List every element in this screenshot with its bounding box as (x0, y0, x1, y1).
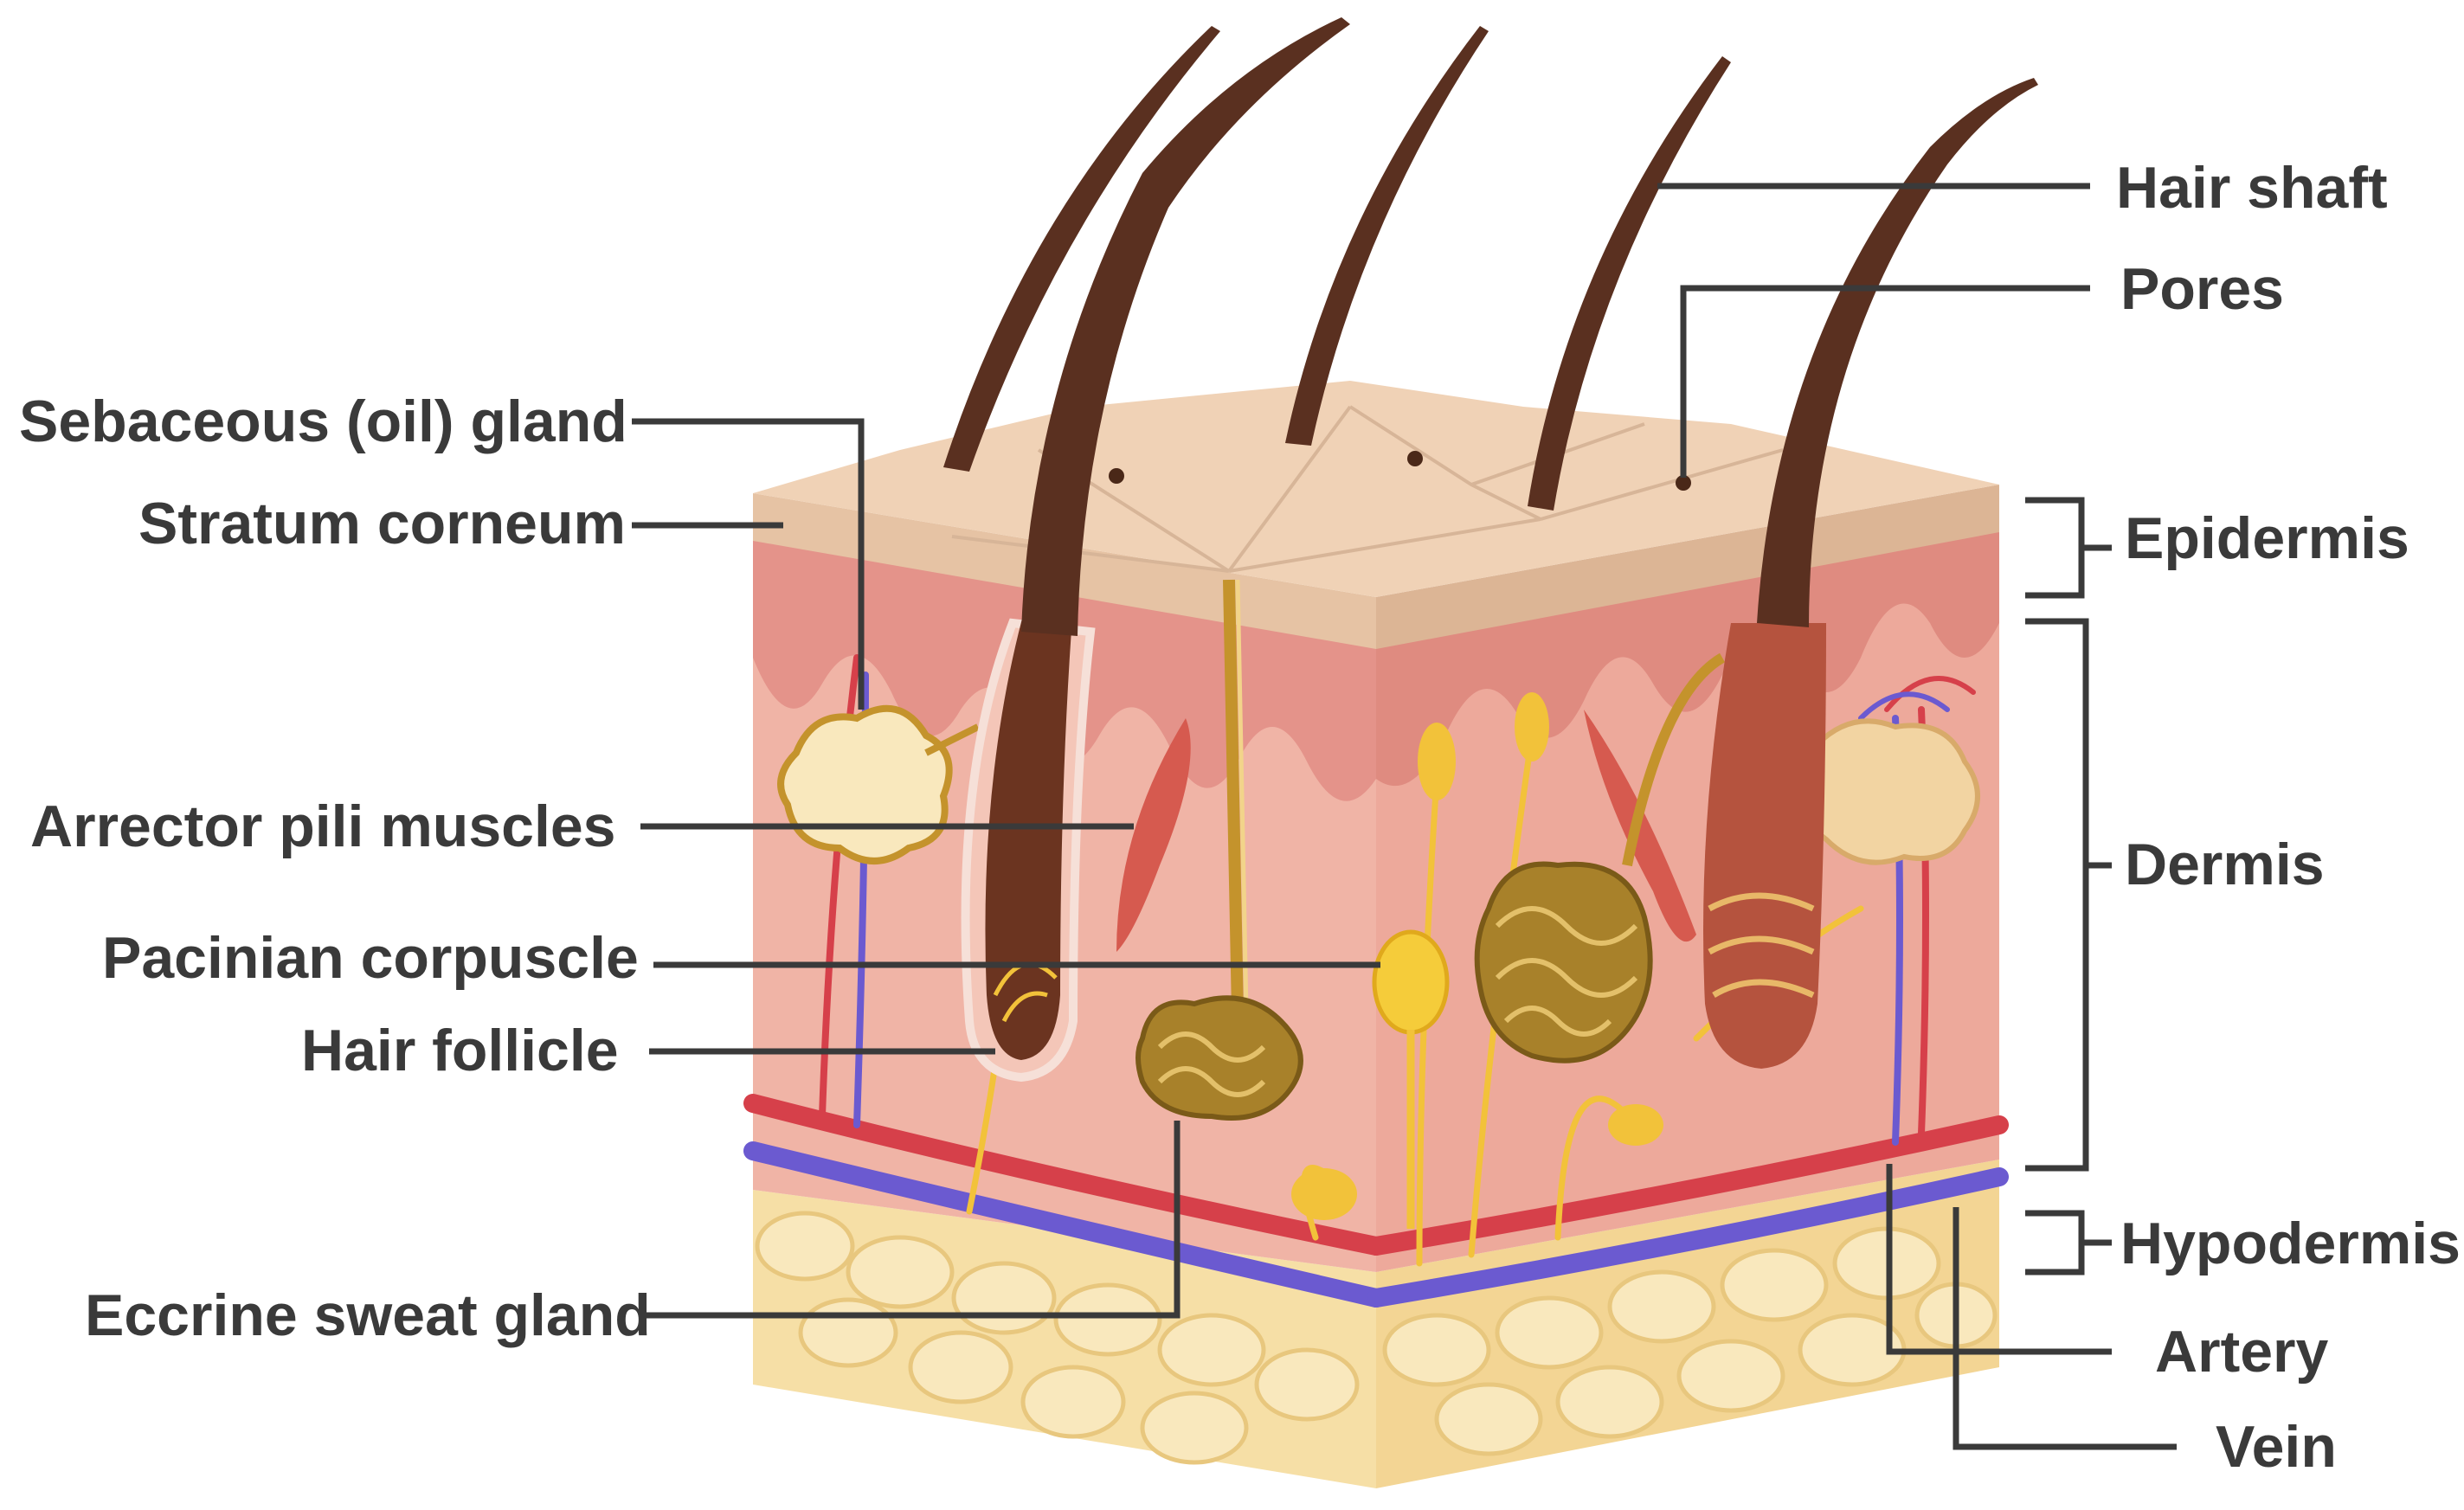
label-hair-follicle: Hair follicle (301, 1018, 619, 1083)
leader-sebaceous (632, 418, 865, 710)
stratum-corneum-right (1376, 485, 1999, 649)
artery-vessel-right (1367, 1115, 2009, 1256)
pacinian-corpuscle (1372, 929, 1450, 1229)
dermis-bracket (2025, 618, 2112, 1172)
hypodermis-bracket (2025, 1210, 2112, 1275)
vein-vessel-right (1367, 1167, 2009, 1308)
eccrine-sweat-gland-2 (1474, 652, 1726, 1063)
fat-cells (755, 1211, 1998, 1465)
label-arrector-pili: Arrector pili muscles (30, 794, 615, 859)
leader-pores (1680, 285, 2090, 478)
label-pores: Pores (2120, 256, 2284, 322)
leader-artery (1886, 1164, 2112, 1355)
surface-lines (951, 405, 1784, 573)
leader-vein (1953, 1207, 2177, 1450)
label-hair-shaft: Hair shaft (2116, 155, 2388, 221)
hair-follicle-right (1703, 623, 1826, 1069)
pores-dots (1109, 451, 1691, 491)
label-sebaceous-gland: Sebaceous (oil) gland (19, 389, 627, 454)
hair-shafts (943, 17, 2038, 636)
vein-vessel-left (743, 1141, 1386, 1308)
label-hypodermis: Hypodermis (2120, 1211, 2461, 1276)
label-artery: Artery (2155, 1319, 2328, 1385)
eccrine-sweat-gland (1135, 579, 1303, 1121)
nerve-endings (1291, 692, 1663, 1220)
leader-eccrine (645, 1121, 1181, 1319)
brackets (2025, 497, 2112, 1275)
text-labels: Sebaceous (oil) gland Stratum corneum Ar… (19, 155, 2461, 1480)
label-eccrine-sweat-gland: Eccrine sweat gland (85, 1282, 651, 1348)
arrector-pili-muscle-left (1116, 718, 1191, 952)
label-stratum-corneum: Stratum corneum (138, 491, 626, 556)
label-vein: Vein (2216, 1414, 2337, 1480)
label-epidermis: Epidermis (2125, 505, 2409, 571)
epidermis-bracket (2025, 497, 2112, 599)
artery-vessel-left (743, 1094, 1386, 1256)
label-pacinian-corpuscle: Pacinian corpuscle (102, 925, 639, 991)
leader-lines (632, 183, 2177, 1450)
label-dermis: Dermis (2125, 832, 2325, 897)
